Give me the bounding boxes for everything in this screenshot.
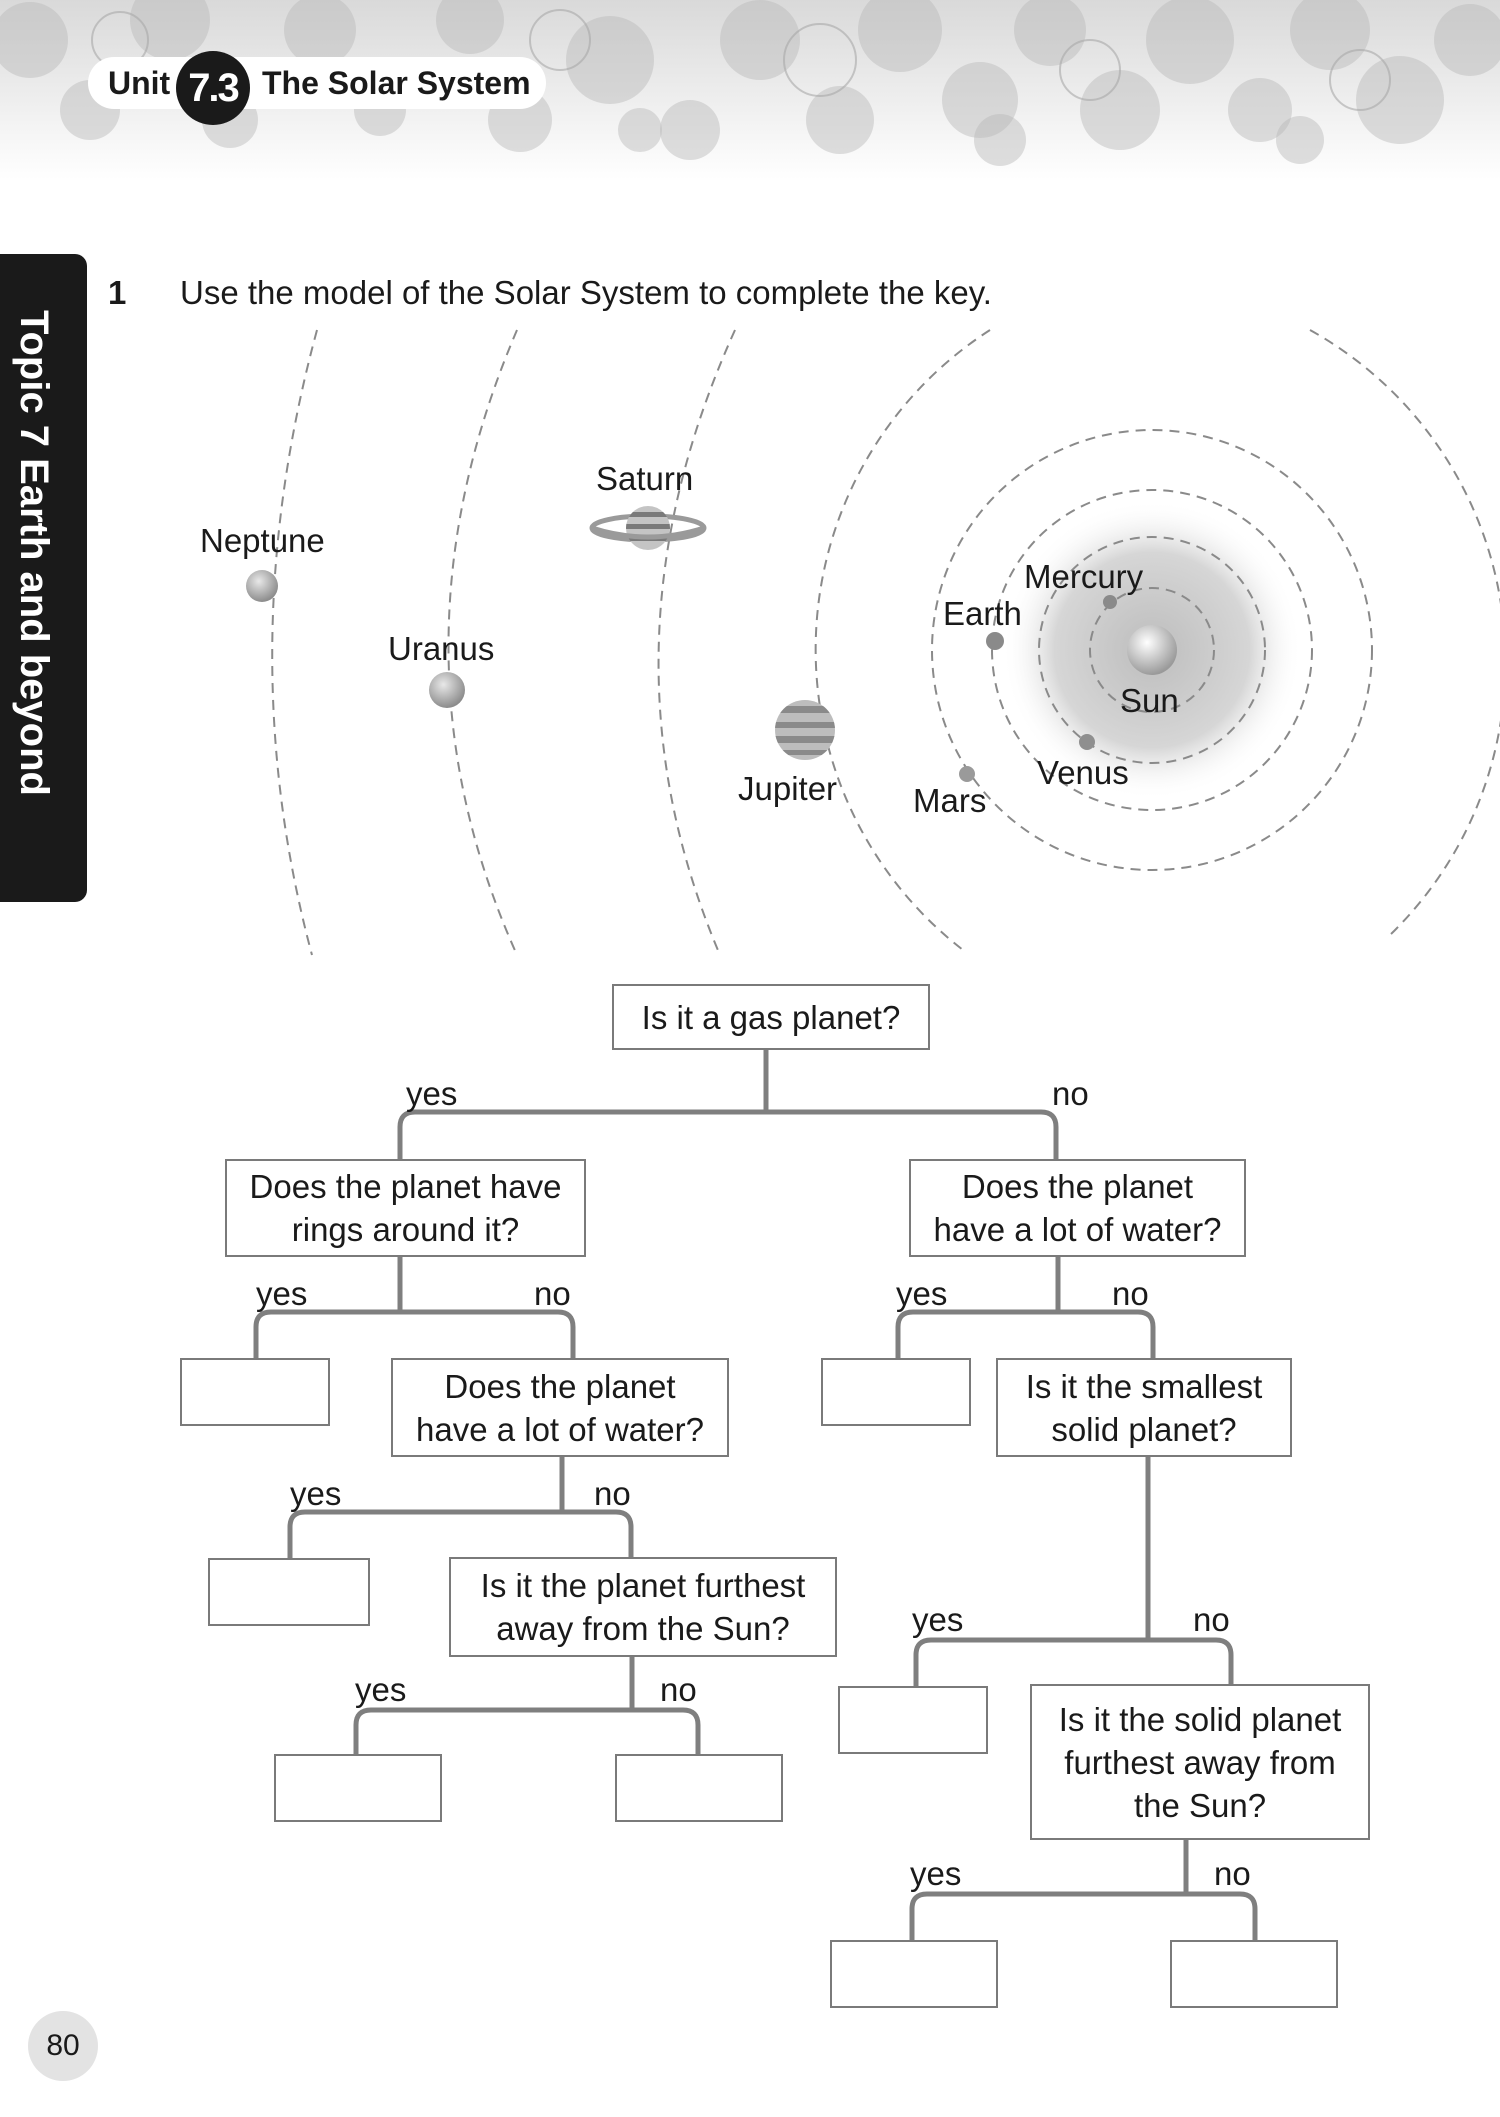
unit-word: Unit [108,65,171,101]
venus-planet [1079,734,1095,750]
label-no-7: no [1214,1855,1251,1892]
key-question-solid-furthest-line3: the Sun? [1133,1786,1267,1824]
unit-number-badge: 7.3 [176,51,250,125]
key-question-furthest: Is it the planet furthest away from the S… [449,1557,837,1657]
label-venus: Venus [1037,754,1129,791]
key-question-water-left-line1: Does the planet [444,1367,676,1405]
key-question-water-right: Does the planet have a lot of water? [909,1159,1246,1257]
label-yes-2: yes [256,1275,308,1312]
label-jupiter: Jupiter [738,770,837,807]
answer-box-1[interactable] [180,1358,330,1426]
key-question-water-right-line1: Does the planet [961,1168,1194,1205]
jupiter-planet [775,700,835,760]
label-mars: Mars [913,782,986,819]
label-uranus: Uranus [388,630,494,667]
label-yes-4: yes [290,1475,342,1512]
page-number: 80 [28,2011,98,2081]
key-question-smallest: Is it the smallest solid planet? [996,1358,1292,1457]
key-question-water-right-line2: have a lot of water? [933,1211,1222,1248]
key-question-rings-line1: Does the planet have [249,1168,562,1205]
key-question-rings-line2: rings around it? [291,1211,520,1248]
answer-box-8[interactable] [1170,1940,1338,2008]
label-neptune: Neptune [200,522,325,559]
key-question-furthest-line2: away from the Sun? [496,1610,790,1647]
answer-box-2[interactable] [821,1358,971,1426]
key-question-solid-furthest-line1: Is it the solid planet [1058,1700,1342,1738]
mars-planet [959,766,975,782]
answer-box-3[interactable] [208,1558,370,1626]
answer-box-7[interactable] [830,1940,998,2008]
label-yes-3: yes [896,1275,948,1312]
key-question-water-left-line2: have a lot of water? [415,1410,704,1448]
bubble-pattern [0,0,1500,166]
key-connectors [253,1047,1258,1942]
sun-body [1127,625,1177,675]
label-no-2: no [534,1275,571,1312]
label-yes-5: yes [355,1671,407,1708]
uranus-planet [429,672,465,708]
key-question-smallest-line2: solid planet? [1051,1410,1237,1448]
key-question-furthest-line1: Is it the planet furthest [480,1567,806,1604]
key-question-solid-furthest: Is it the solid planet furthest away from… [1030,1684,1370,1840]
answer-box-5[interactable] [615,1754,783,1822]
key-question-gas-planet: Is it a gas planet? [612,984,930,1050]
mercury-planet [1103,595,1117,609]
key-question-water-left: Does the planet have a lot of water? [391,1358,729,1457]
saturn-planet [589,506,707,550]
label-no-6: no [1193,1601,1230,1638]
label-no-5: no [660,1671,697,1708]
unit-pill [88,57,546,109]
label-yes-7: yes [910,1855,962,1892]
neptune-planet [246,570,278,602]
label-no-3: no [1112,1275,1149,1312]
unit-title: The Solar System [262,65,531,101]
answer-box-6[interactable] [838,1686,988,1754]
key-question-smallest-line1: Is it the smallest [1025,1367,1263,1405]
question-number: 1 [108,274,127,311]
label-earth: Earth [943,595,1022,632]
answer-box-4[interactable] [274,1754,442,1822]
label-saturn: Saturn [596,460,693,497]
key-question-gas-planet-text: Is it a gas planet? [641,998,901,1036]
label-no-4: no [594,1475,631,1512]
label-no-1: no [1052,1075,1089,1112]
question-text: Use the model of the Solar System to com… [180,274,992,311]
label-mercury: Mercury [1024,558,1144,595]
label-yes-1: yes [406,1075,458,1112]
label-sun: Sun [1120,682,1179,719]
key-question-rings: Does the planet have rings around it? [225,1159,586,1257]
header-banner [0,0,1500,180]
label-yes-6: yes [912,1601,964,1638]
earth-planet [986,632,1004,650]
orbits [271,329,1500,956]
topic-side-tab [0,254,87,902]
key-question-solid-furthest-line2: furthest away from [1064,1743,1336,1781]
